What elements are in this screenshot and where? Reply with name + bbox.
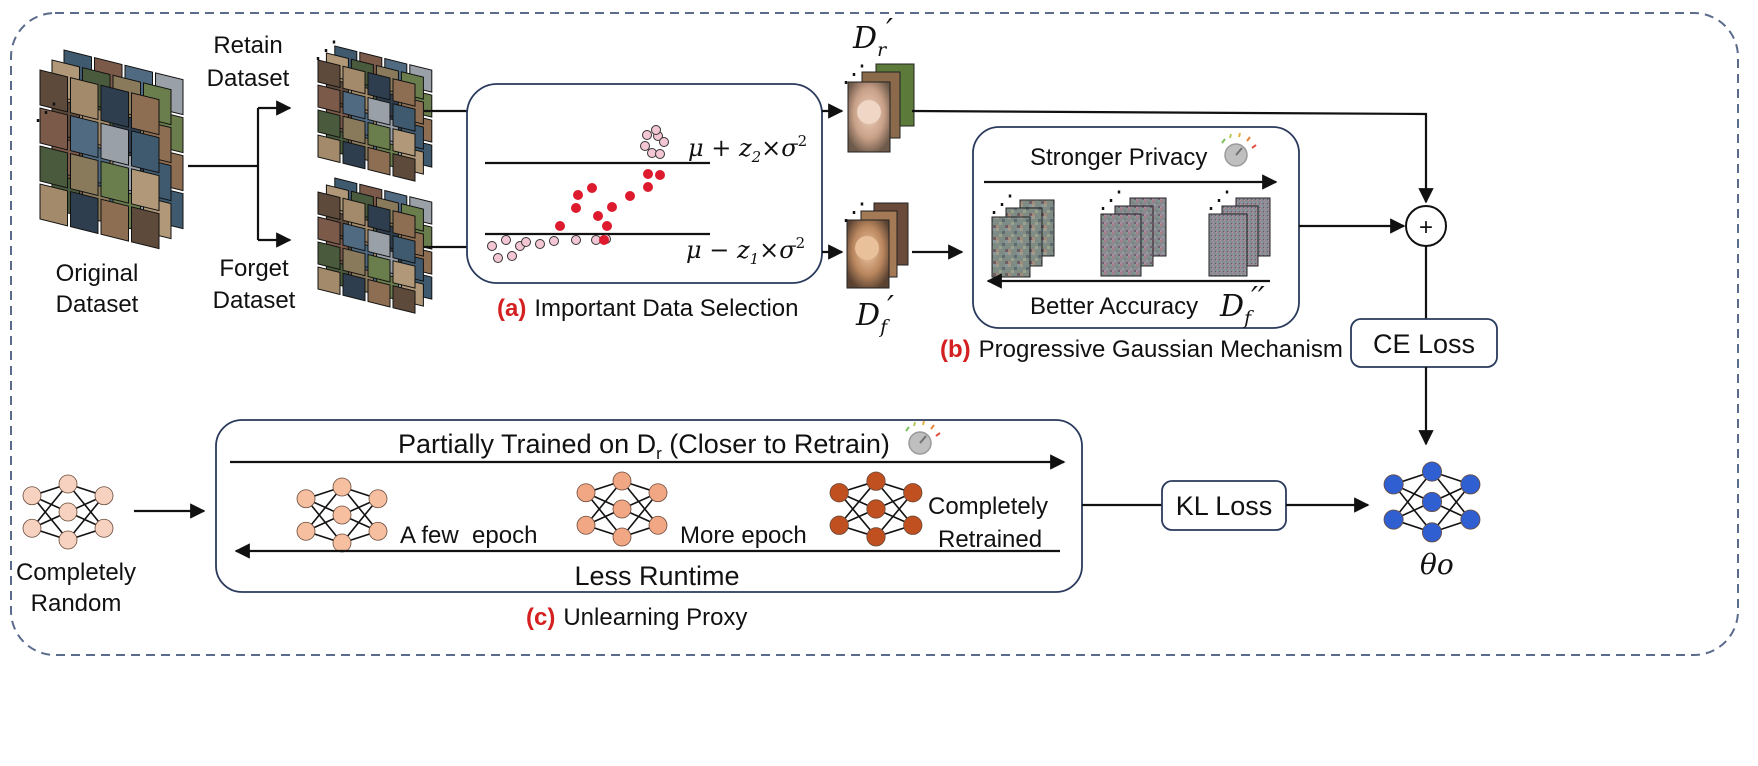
ce-loss-label: CE Loss — [1373, 329, 1475, 359]
better-accuracy-label: Better Accuracy — [1030, 293, 1198, 320]
data-point-scatter — [487, 125, 669, 263]
kl-loss-label: KL Loss — [1176, 491, 1273, 521]
few-epoch-network-icon — [296, 477, 388, 553]
lower-threshold-label: μ − z1×σ2 — [686, 234, 805, 268]
noisy-image-stack-3: ⋰ — [1207, 187, 1271, 277]
ce-loss-box — [1350, 318, 1498, 368]
completely-retrained-label-2: Retrained — [938, 526, 1042, 553]
df-prime-label: Df′ — [855, 290, 894, 338]
original-dataset-label: Original — [56, 260, 139, 287]
stack-ellipsis: ⋰ — [34, 99, 58, 126]
gauge-icon — [905, 420, 941, 455]
output-network-icon — [1383, 461, 1481, 543]
selection-caption: (a)Important Data Selection — [497, 295, 798, 322]
dr-to-combine-line — [911, 109, 1434, 204]
noisy-image-stack-1: ⋰ — [990, 191, 1055, 278]
theta-output-label: θo — [1420, 548, 1454, 581]
few-epoch-label: A few epoch — [400, 522, 537, 549]
noisy-image-stack-2: ⋰ — [1099, 187, 1167, 277]
svg-text:⋰: ⋰ — [1207, 187, 1231, 214]
retain-dataset-image-stack — [317, 45, 433, 182]
more-epoch-label: More epoch — [680, 522, 807, 549]
gaussian-caption: (b)Progressive Gaussian Mechanism — [940, 336, 1343, 363]
retain-dataset-label-2: Dataset — [207, 65, 290, 92]
forget-dataset-image-stack — [317, 177, 433, 314]
svg-text:⋰: ⋰ — [990, 191, 1014, 218]
less-runtime-label: Less Runtime — [574, 561, 739, 591]
dr-prime-label: Dr′ — [852, 13, 893, 61]
df-double-prime-label: Df′′ — [1219, 281, 1265, 329]
stack-ellipsis: ⋰ — [314, 37, 338, 64]
outer-frame — [10, 12, 1739, 656]
svg-text:⋰: ⋰ — [1099, 187, 1123, 214]
svg-text:⋰: ⋰ — [842, 199, 866, 226]
random-network-icon — [22, 474, 114, 550]
forget-subset-image-stack: ⋰ — [842, 199, 909, 289]
more-epoch-network-icon — [576, 471, 668, 547]
completely-random-label-2: Random — [31, 590, 122, 617]
original-dataset-image-stack — [39, 49, 184, 250]
proxy-caption: (c)Unlearning Proxy — [526, 604, 747, 631]
split-arrows — [188, 100, 292, 248]
svg-text:⋰: ⋰ — [842, 61, 866, 88]
completely-random-label: Completely — [16, 559, 136, 586]
upper-threshold-label: μ + z2×σ2 — [688, 132, 807, 166]
retrained-network-icon — [829, 471, 923, 547]
gauge-icon — [1221, 132, 1257, 167]
forget-dataset-label-2: Dataset — [213, 287, 296, 314]
forget-dataset-label: Forget — [219, 255, 289, 282]
combine-symbol: + — [1419, 214, 1433, 241]
completely-retrained-label: Completely — [928, 493, 1048, 520]
partially-trained-label: Partially Trained on Dr (Closer to Retra… — [398, 429, 890, 463]
retain-dataset-label: Retain — [213, 32, 282, 59]
original-dataset-label-2: Dataset — [56, 291, 139, 318]
stronger-privacy-label: Stronger Privacy — [1030, 144, 1207, 171]
retain-subset-image-stack: ⋰ — [842, 61, 915, 153]
